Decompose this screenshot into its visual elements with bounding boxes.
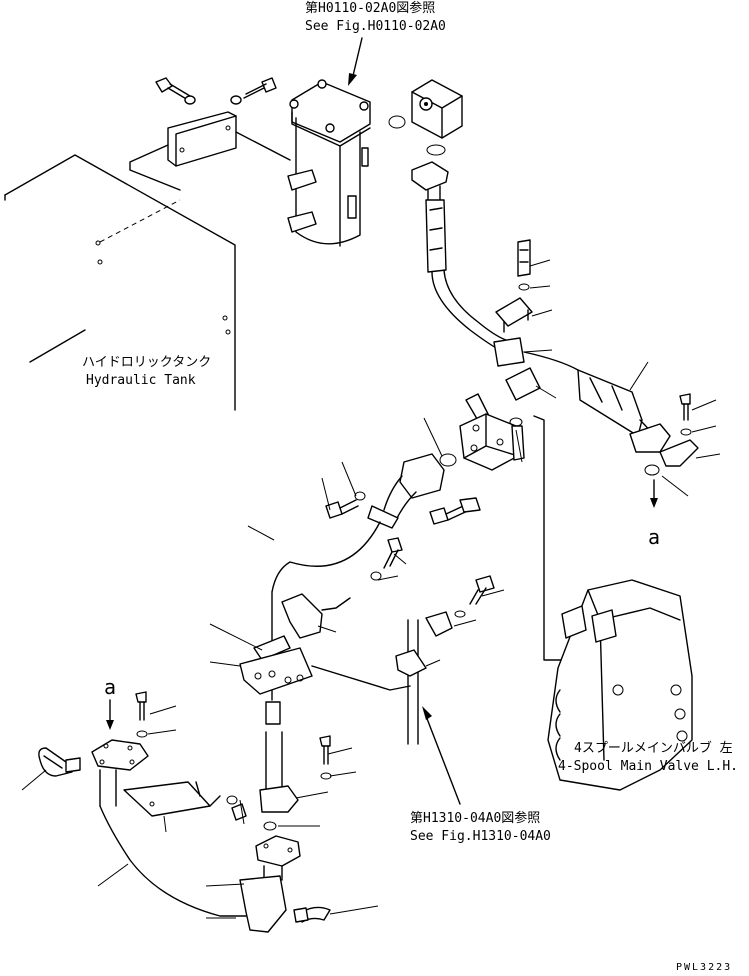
valve-label-jp: 4スプールメインバルブ 左	[574, 740, 733, 756]
ref-top-en: See Fig.H0110-02A0	[305, 19, 446, 34]
ref-top-jp: 第H0110-02A0図参照	[305, 0, 435, 16]
bolt-far-right	[679, 393, 692, 436]
hydraulic-pump	[439, 393, 567, 661]
filter-housing	[287, 79, 371, 247]
suction-flange-left	[91, 739, 261, 917]
bracket-lower-left	[123, 781, 247, 821]
ref-label-top: 第H0110-02A0図参照 See Fig.H0110-02A0	[305, 0, 446, 86]
view-a-arrow-left: a	[104, 675, 116, 730]
strainer-block	[239, 635, 411, 813]
suction-hose	[411, 161, 699, 476]
ref-bottom-en: See Fig.H1310-04A0	[410, 829, 551, 844]
pump-elbow	[271, 453, 445, 701]
bolt-right	[230, 77, 277, 105]
vertical-pipe	[395, 575, 495, 745]
view-a-left: a	[104, 675, 116, 699]
tank-label-en: Hydraulic Tank	[86, 373, 196, 388]
lower-flange-right	[239, 821, 331, 933]
leader-lines	[21, 259, 721, 919]
pipe-clamp-mid	[281, 593, 351, 639]
bolt-washer-left	[135, 691, 148, 738]
pump-bolt	[429, 497, 481, 525]
hydraulic-tank: ハイドロリックタンク Hydraulic Tank	[4, 154, 236, 411]
hose-clamp-lower	[505, 367, 541, 401]
valve-label-en: 4-Spool Main Valve L.H.	[558, 759, 738, 774]
filter-bracket	[129, 111, 291, 191]
flange-block	[388, 79, 463, 156]
tank-label-jp: ハイドロリックタンク	[82, 355, 211, 370]
hose-clamp-upper	[495, 239, 533, 333]
u-bolt-left	[38, 747, 81, 777]
ref-label-bottom: 第H1310-04A0図参照 See Fig.H1310-04A0	[410, 706, 551, 844]
ref-bottom-jp: 第H1310-04A0図参照	[410, 810, 540, 826]
elbow-bolt-lower	[370, 537, 403, 581]
bolt-left	[155, 77, 196, 105]
view-a-arrow-right: a	[648, 479, 660, 549]
drawing-code: PWL3223	[676, 962, 732, 973]
elbow-bolt	[325, 491, 366, 519]
view-a-right: a	[648, 525, 660, 549]
bolt-washer-mid	[319, 735, 332, 780]
main-valve: 4スプールメインバルブ 左 4-Spool Main Valve L.H.	[547, 579, 738, 791]
